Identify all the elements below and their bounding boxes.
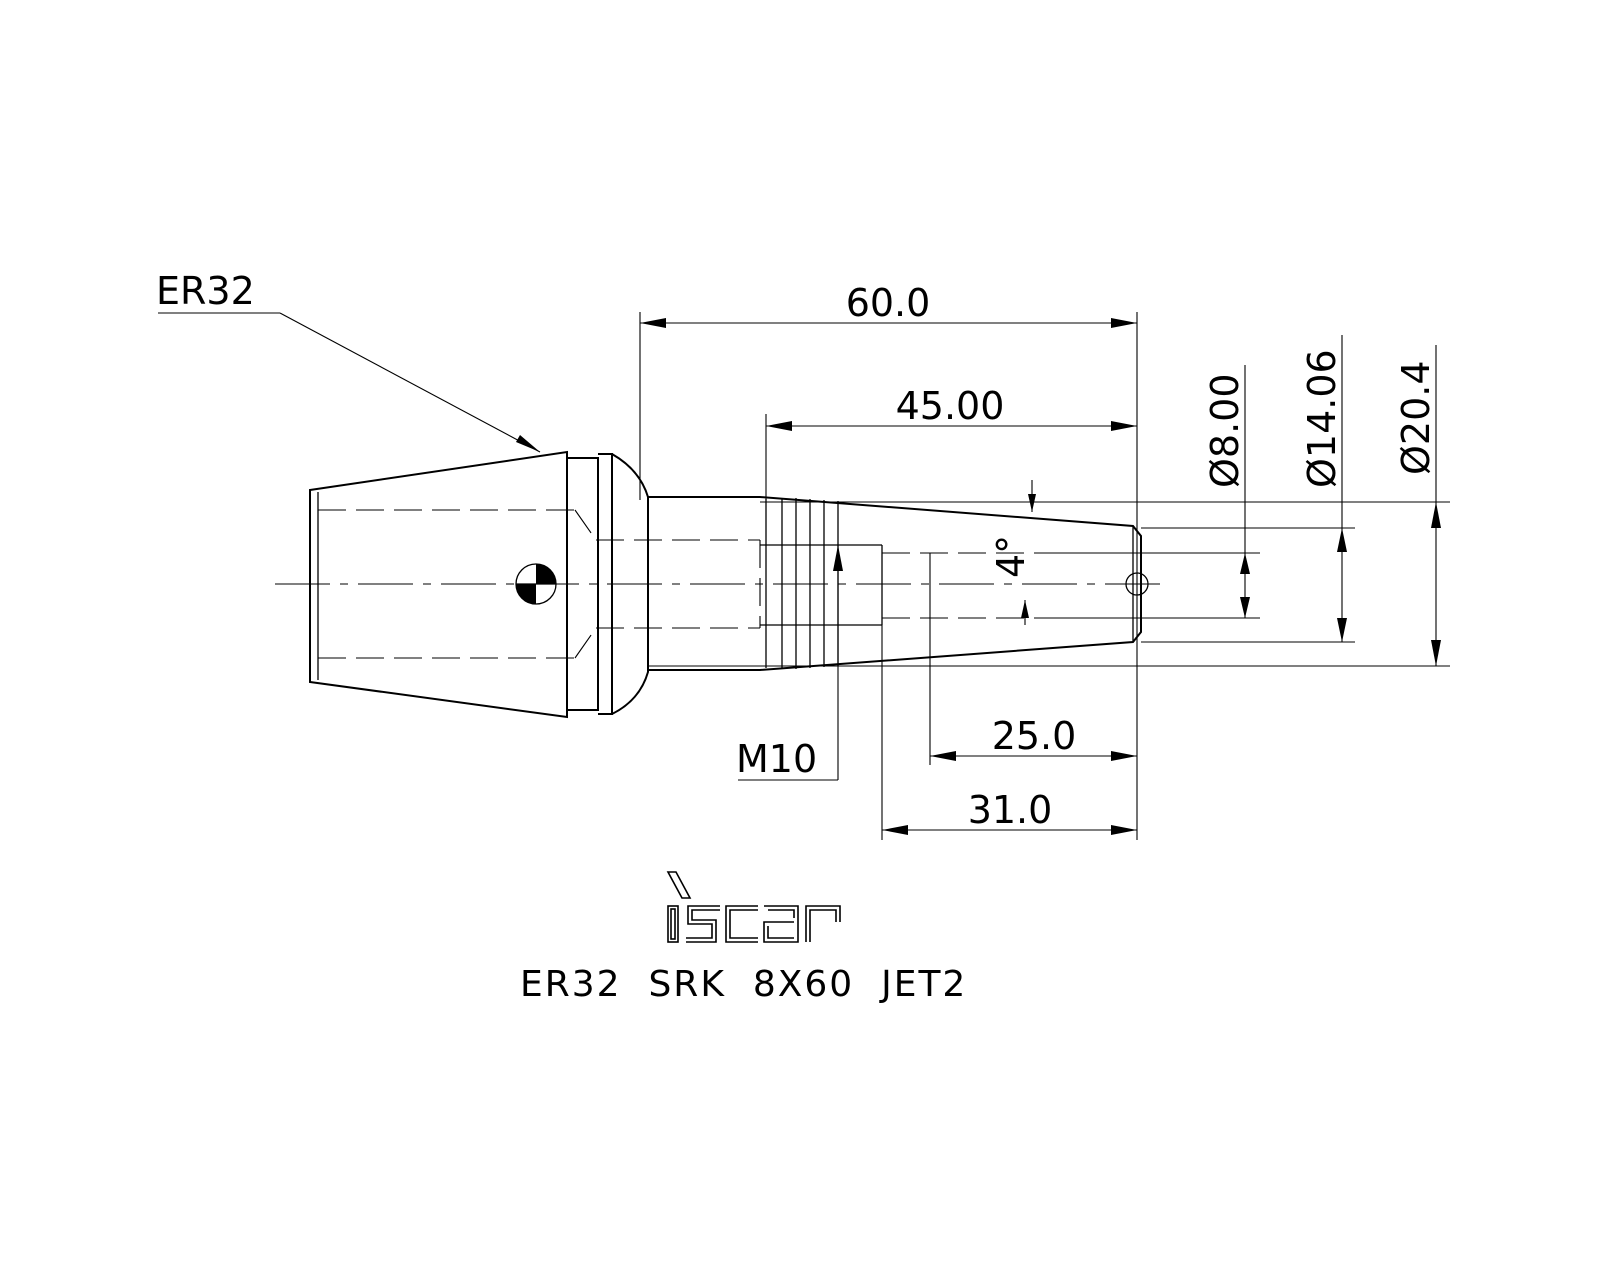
- collet-leader: [158, 312, 541, 453]
- center-mark-icon: [515, 563, 557, 605]
- shank-diameter-value: Ø20.4: [1394, 360, 1438, 475]
- dim-shank-length: [765, 414, 1137, 500]
- iscar-logo: iscar: [666, 871, 841, 943]
- length-25-value: 25.0: [992, 714, 1077, 758]
- overall-length-value: 60.0: [846, 281, 931, 325]
- angle-label: 4°: [989, 535, 1033, 578]
- dim-tip-diameter: [1141, 335, 1355, 643]
- thread-leader: [738, 545, 843, 781]
- shank-length-value: 45.00: [896, 384, 1005, 428]
- tip-diameter-value: Ø14.06: [1300, 349, 1344, 488]
- length-31-value: 31.0: [968, 788, 1053, 832]
- dim-overall-length: [639, 312, 1138, 840]
- dim-length-25: [929, 553, 1137, 765]
- bore-diameter-value: Ø8.00: [1203, 373, 1247, 488]
- thread-label: M10: [736, 737, 817, 781]
- dim-bore-diameter: [1035, 365, 1260, 619]
- dim-length-31: [881, 625, 1137, 840]
- angle-indicator: [1021, 480, 1036, 625]
- dim-shank-diameter: [648, 345, 1450, 667]
- part-title: ER32 SRK 8X60 JET2: [520, 964, 967, 1005]
- collet-label: ER32: [156, 269, 255, 313]
